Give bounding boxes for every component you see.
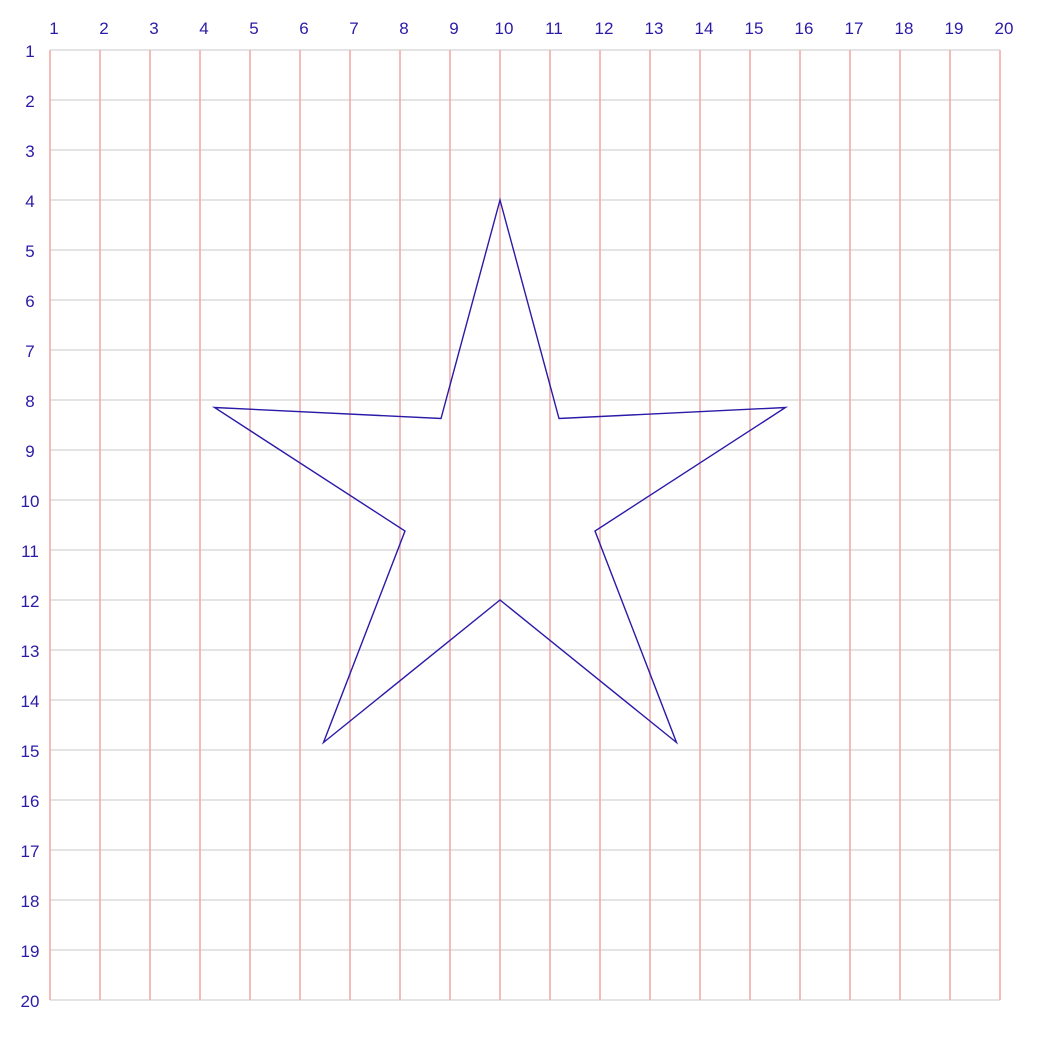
row-label: 2 [25, 92, 34, 111]
row-label: 4 [25, 192, 34, 211]
row-label: 7 [25, 342, 34, 361]
column-label: 20 [995, 19, 1014, 38]
column-label: 18 [895, 19, 914, 38]
column-label: 8 [399, 19, 408, 38]
row-label: 15 [21, 742, 40, 761]
column-label: 9 [449, 19, 458, 38]
row-label: 16 [21, 792, 40, 811]
row-label: 5 [25, 242, 34, 261]
row-label: 6 [25, 292, 34, 311]
column-label: 1 [49, 19, 58, 38]
row-label: 19 [21, 942, 40, 961]
column-label: 15 [745, 19, 764, 38]
column-label: 13 [645, 19, 664, 38]
column-label: 14 [695, 19, 714, 38]
column-label: 11 [545, 19, 563, 38]
column-label: 6 [299, 19, 308, 38]
row-label: 14 [21, 692, 40, 711]
row-label: 20 [21, 992, 40, 1011]
column-label: 12 [595, 19, 614, 38]
column-label: 3 [149, 19, 158, 38]
row-label: 10 [21, 492, 40, 511]
row-label: 18 [21, 892, 40, 911]
column-label: 2 [99, 19, 108, 38]
column-label: 16 [795, 19, 814, 38]
column-label: 4 [199, 19, 208, 38]
row-label: 17 [21, 842, 40, 861]
row-label: 9 [25, 442, 34, 461]
star-outline [211, 197, 789, 745]
row-label: 3 [25, 142, 34, 161]
column-label: 5 [249, 19, 258, 38]
row-label: 11 [21, 542, 39, 561]
row-label: 12 [21, 592, 40, 611]
row-label: 1 [25, 42, 34, 61]
column-label: 7 [349, 19, 358, 38]
row-label: 13 [21, 642, 40, 661]
horizontal-gridlines [50, 49, 1000, 1001]
column-label: 10 [495, 19, 514, 38]
column-label: 19 [945, 19, 964, 38]
row-label: 8 [25, 392, 34, 411]
column-label: 17 [845, 19, 864, 38]
vertical-gridlines [49, 50, 1001, 1000]
